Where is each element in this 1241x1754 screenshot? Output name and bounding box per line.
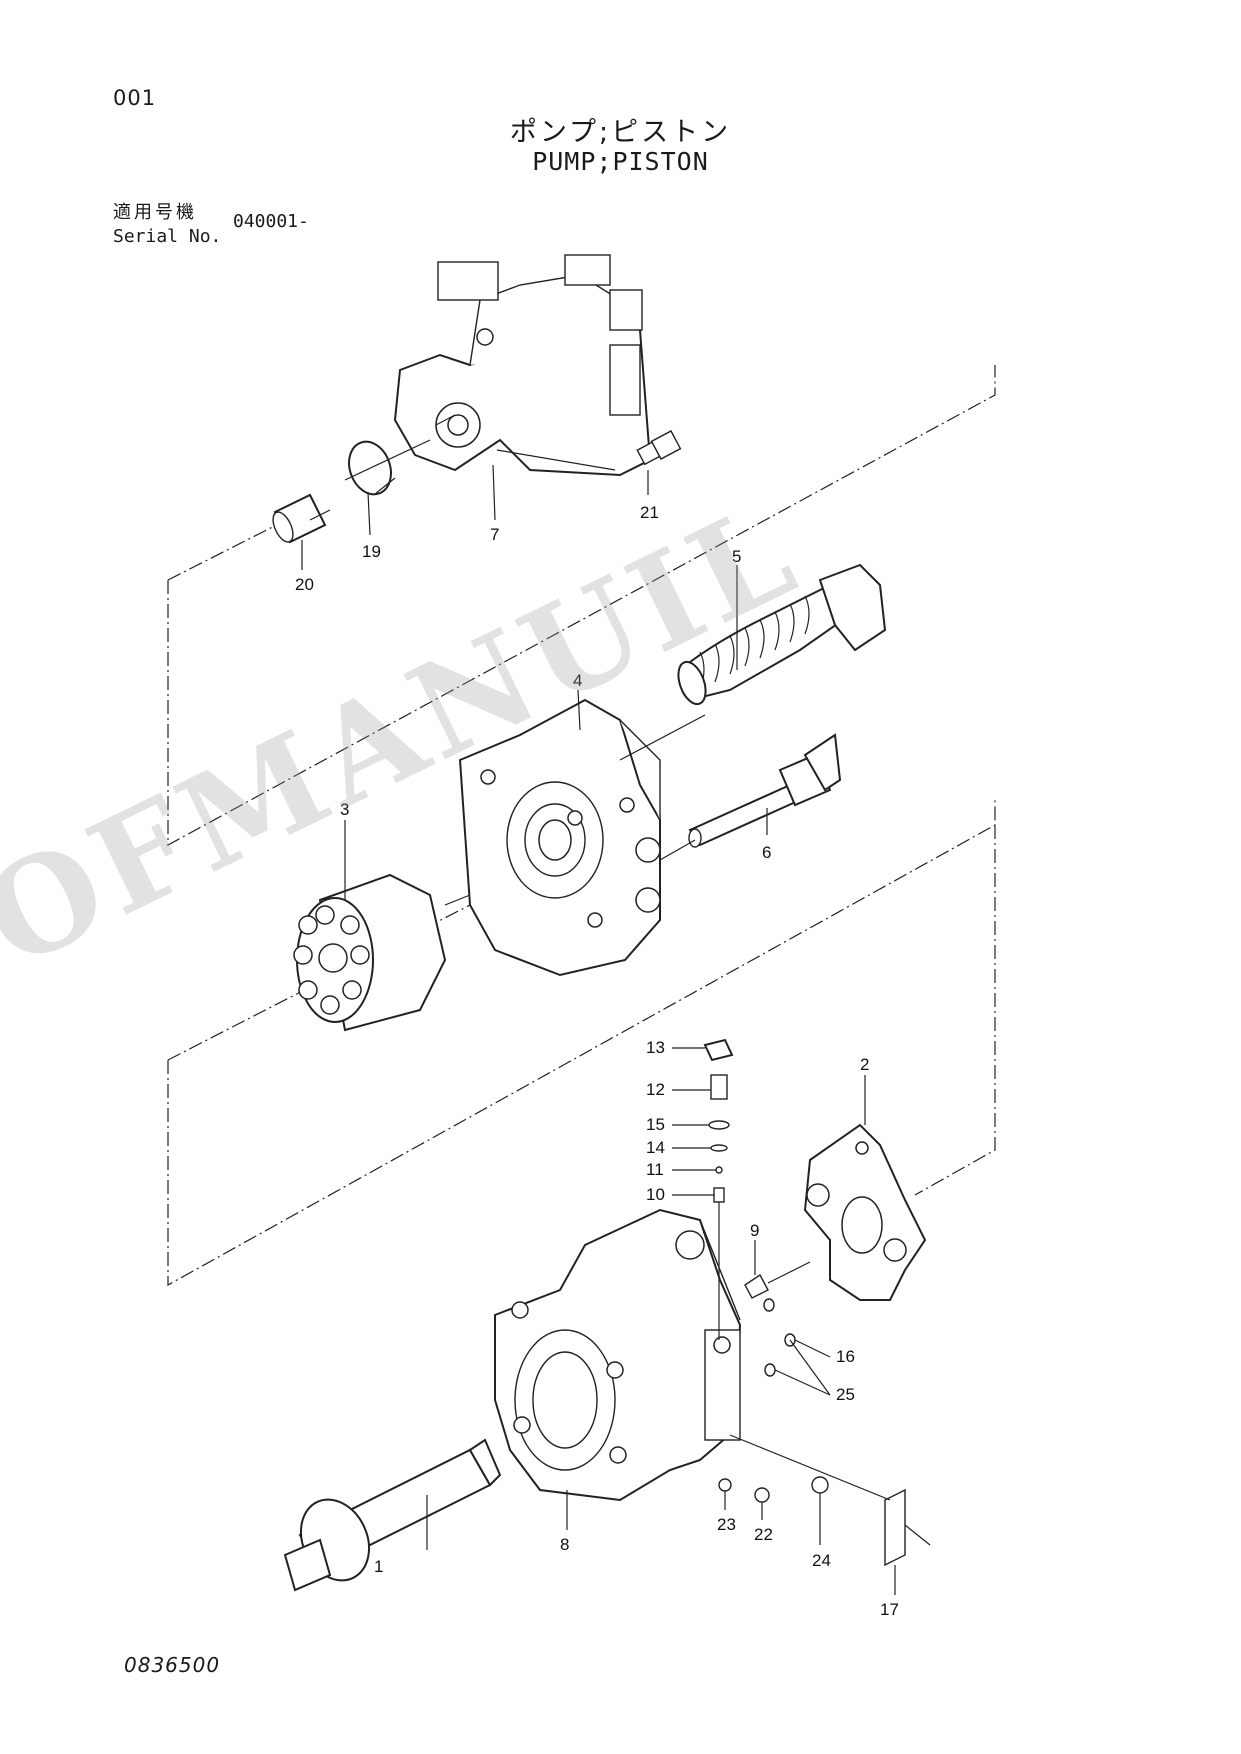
parts-10-15-plug-stack — [703, 1038, 734, 1203]
part-2-bracket — [803, 1123, 927, 1301]
callout-25: 25 — [836, 1385, 855, 1404]
part-4-valve-block — [458, 698, 661, 977]
callout-12: 12 — [646, 1080, 665, 1099]
callout-5: 5 — [732, 547, 741, 566]
page-title-english: PUMP;PISTON — [532, 147, 709, 176]
callout-21: 21 — [640, 503, 659, 522]
callout-4: 4 — [573, 671, 582, 690]
page-number: 001 — [113, 86, 157, 110]
part-3-cylinder-block — [293, 873, 447, 1032]
callout-1: 1 — [374, 1557, 383, 1576]
part-20-coupling-sleeve — [272, 493, 327, 544]
callout-11: 11 — [646, 1160, 664, 1179]
part-6-spool — [688, 733, 842, 848]
callout-9: 9 — [750, 1221, 759, 1240]
serial-number-value: 040001- — [233, 211, 309, 232]
part-1-drive-shaft — [283, 1438, 502, 1592]
callout-13: 13 — [646, 1038, 665, 1057]
callout-6: 6 — [762, 843, 771, 862]
callout-2: 2 — [860, 1055, 869, 1074]
callout-15: 15 — [646, 1115, 665, 1134]
part-21-bolt — [636, 430, 682, 466]
callout-3: 3 — [340, 800, 349, 819]
leader-lines — [301, 439, 931, 1595]
callout-16: 16 — [836, 1347, 855, 1366]
callout-24: 24 — [812, 1551, 831, 1570]
callout-7: 7 — [490, 525, 499, 544]
small-fittings — [718, 1298, 906, 1567]
callout-20: 20 — [295, 575, 314, 594]
part-9-fitting — [744, 1261, 811, 1299]
document-number: 0836500 — [124, 1653, 221, 1677]
callout-17: 17 — [880, 1600, 899, 1619]
callout-19: 19 — [362, 542, 381, 561]
part-5-spring — [677, 563, 887, 706]
page-title-japanese: ポンプ;ピストン — [509, 117, 732, 148]
callout-8: 8 — [560, 1535, 569, 1554]
callout-23: 23 — [717, 1515, 736, 1534]
serial-label-japanese: 適用号機 — [113, 202, 197, 223]
part-7-pump-assembly — [393, 254, 652, 477]
callout-labels: 1 2 3 4 5 6 7 8 9 10 11 12 13 14 15 16 1… — [295, 503, 899, 1619]
part-8-pump-casing — [494, 1208, 742, 1502]
callout-10: 10 — [646, 1185, 665, 1204]
callout-22: 22 — [754, 1525, 773, 1544]
callout-14: 14 — [646, 1138, 665, 1157]
serial-label-english: Serial No. — [113, 226, 222, 247]
